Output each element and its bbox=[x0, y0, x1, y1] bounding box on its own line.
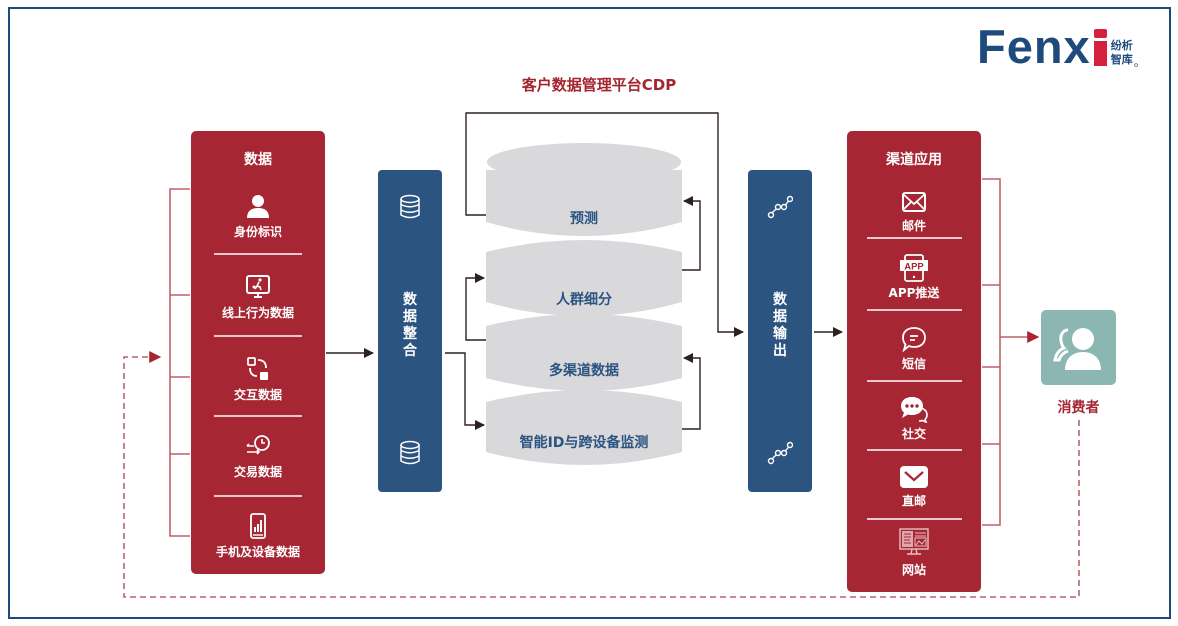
social-chat-icon bbox=[901, 397, 928, 423]
divider bbox=[867, 449, 962, 451]
logo-brand-text: Fenx bbox=[977, 20, 1091, 73]
cdp-layer-multichannel: 多渠道数据 bbox=[549, 363, 619, 379]
channel-item-app-push: APP APP推送 bbox=[847, 253, 981, 301]
mail-outline-icon bbox=[902, 192, 926, 212]
divider bbox=[867, 237, 962, 239]
data-item-interaction: 交互数据 bbox=[191, 356, 325, 403]
data-item-online-behavior: 线上行为数据 bbox=[191, 274, 325, 321]
data-sources-title: 数据 bbox=[244, 152, 272, 168]
diagram-frame bbox=[8, 7, 1171, 619]
monitor-activity-icon bbox=[246, 275, 270, 298]
user-icon bbox=[247, 195, 269, 218]
channel-item-direct-mail: 直邮 bbox=[847, 464, 981, 509]
consumer-box bbox=[1041, 310, 1116, 385]
database-icon bbox=[400, 194, 420, 219]
data-item-transaction: 交易数据 bbox=[191, 433, 325, 480]
channels-title: 渠道应用 bbox=[886, 152, 942, 168]
channel-item-sms: 短信 bbox=[847, 325, 981, 372]
data-sources-panel: 数据 身份标识 线上行为数据 交互数据 bbox=[191, 131, 325, 574]
data-integration-panel: 数 据 整 合 bbox=[378, 170, 442, 492]
cdp-layer-segmentation: 人群细分 bbox=[556, 292, 612, 308]
connection-nodes-icon bbox=[767, 195, 793, 219]
svg-text:APP: APP bbox=[904, 262, 924, 273]
consumer-label: 消费者 bbox=[1057, 400, 1100, 416]
consumer-users-icon bbox=[1053, 328, 1101, 370]
direct-mail-icon bbox=[900, 466, 928, 488]
data-output-label: 数 据 输 出 bbox=[773, 292, 787, 359]
sms-bubble-icon bbox=[902, 327, 926, 353]
channel-item-website: 网站 bbox=[847, 527, 981, 578]
divider bbox=[867, 518, 962, 520]
logo-suffix: 。 bbox=[1133, 55, 1146, 69]
divider bbox=[214, 253, 302, 255]
database-icon bbox=[400, 440, 420, 465]
channel-item-email: 邮件 bbox=[847, 189, 981, 234]
app-tablet-icon: APP bbox=[900, 254, 928, 282]
divider bbox=[214, 495, 302, 497]
interaction-cycle-icon bbox=[247, 357, 268, 380]
connection-nodes-icon bbox=[767, 441, 793, 465]
channels-panel: 渠道应用 邮件 APP APP推送 短信 社交 bbox=[847, 131, 981, 592]
website-monitor-icon bbox=[899, 528, 929, 555]
divider bbox=[214, 335, 302, 337]
fenxi-logo: Fenx 纷析 智库 。 bbox=[977, 22, 1146, 72]
data-integration-label: 数 据 整 合 bbox=[403, 292, 417, 359]
divider bbox=[214, 415, 302, 417]
data-item-identity: 身份标识 bbox=[191, 193, 325, 240]
diagram-title: 客户数据管理平台CDP bbox=[521, 76, 677, 94]
cdp-layer-prediction: 预测 bbox=[570, 211, 598, 227]
divider bbox=[867, 380, 962, 382]
cdp-layer-smart-id: 智能ID与跨设备监测 bbox=[519, 435, 649, 451]
data-item-mobile-device: 手机及设备数据 bbox=[191, 513, 325, 560]
divider bbox=[867, 309, 962, 311]
channel-item-social: 社交 bbox=[847, 395, 981, 442]
data-output-panel: 数 据 输 出 bbox=[748, 170, 812, 492]
logo-cn-text: 纷析 智库 bbox=[1110, 39, 1133, 66]
transaction-clock-icon bbox=[246, 435, 270, 455]
mobile-chart-icon bbox=[250, 513, 266, 539]
logo-brand-i bbox=[1093, 22, 1107, 72]
